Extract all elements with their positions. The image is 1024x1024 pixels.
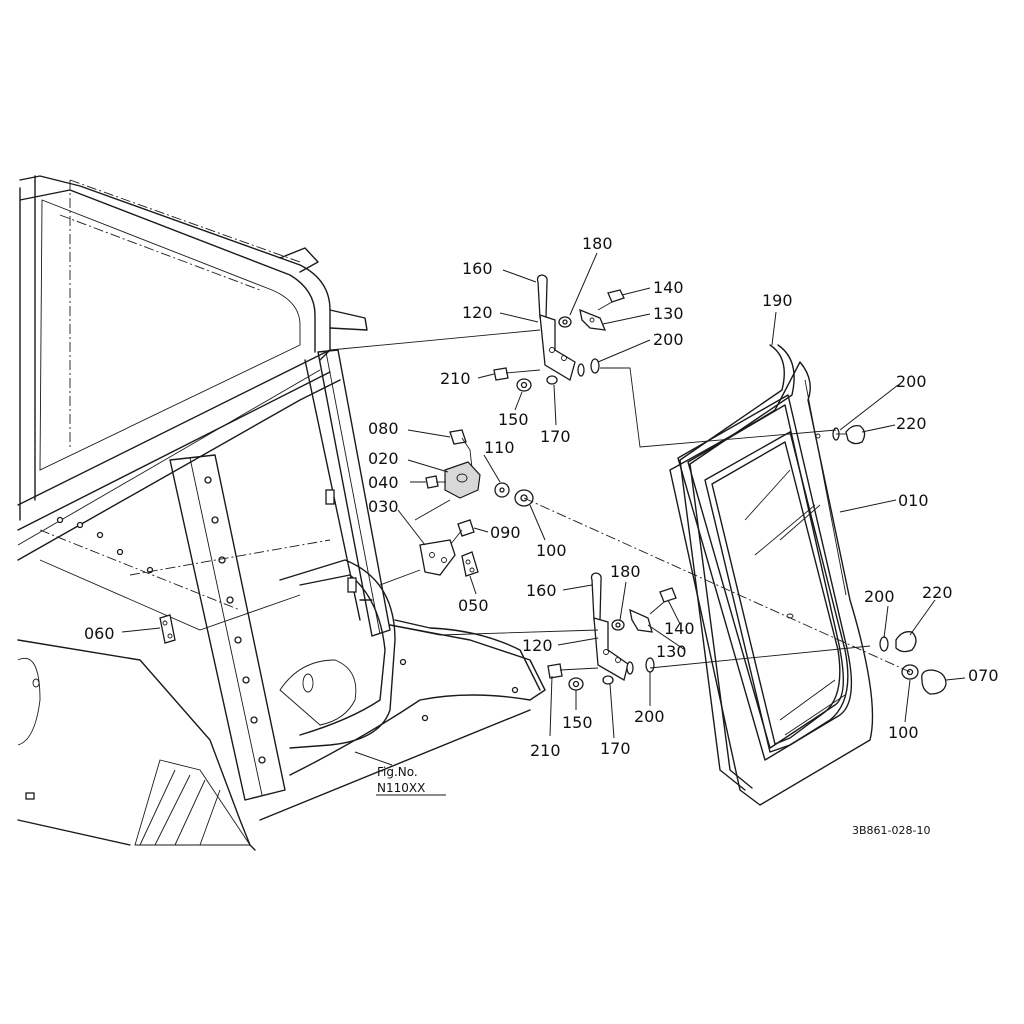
label-150-lower: 150 [562,713,593,732]
assembly-lines [329,329,911,673]
fig-ref-line1: Fig.No. [377,765,418,779]
part-labels: 160 180 140 120 130 200 210 150 170 190 … [84,234,999,760]
lower-hinge [547,572,677,691]
label-160-upper: 160 [462,259,493,278]
diagram-code: 3B861-028-10 [852,824,930,837]
label-070: 070 [968,666,999,685]
label-130-lower: 130 [656,642,687,661]
upper-hinge [493,274,625,392]
label-170-lower: 170 [600,739,631,758]
glass-fasteners [832,424,947,695]
label-080: 080 [368,419,399,438]
label-010: 010 [898,491,929,510]
label-100-glass: 100 [888,723,919,742]
leader-lines [121,252,966,766]
label-050: 050 [458,596,489,615]
label-140-lower: 140 [664,619,695,638]
cab-frame [17,175,546,851]
label-210-upper: 210 [440,369,471,388]
label-130-upper: 130 [653,304,684,323]
label-180-lower: 180 [610,562,641,581]
label-030: 030 [368,497,399,516]
label-120-upper: 120 [462,303,493,322]
label-170-upper: 170 [540,427,571,446]
label-200-lower-hinge: 200 [634,707,665,726]
label-200-lower-glass: 200 [864,587,895,606]
latch-parts [159,429,534,644]
label-200-upper-glass: 200 [896,372,927,391]
label-220-lower: 220 [922,583,953,602]
label-220-upper: 220 [896,414,927,433]
label-020: 020 [368,449,399,468]
label-200-upper-hinge: 200 [653,330,684,349]
label-140-upper: 140 [653,278,684,297]
label-100-latch: 100 [536,541,567,560]
figure-reference: Fig.No. N110XX [376,765,446,796]
label-180-upper: 180 [582,234,613,253]
label-090: 090 [490,523,521,542]
label-110: 110 [484,438,515,457]
label-040: 040 [368,473,399,492]
label-190: 190 [762,291,793,310]
door-glass-assembly [669,344,874,806]
label-210-lower: 210 [530,741,561,760]
label-150-upper: 150 [498,410,529,429]
label-160-lower: 160 [526,581,557,600]
fig-ref-line2: N110XX [377,781,425,795]
label-120-lower: 120 [522,636,553,655]
label-060: 060 [84,624,115,643]
